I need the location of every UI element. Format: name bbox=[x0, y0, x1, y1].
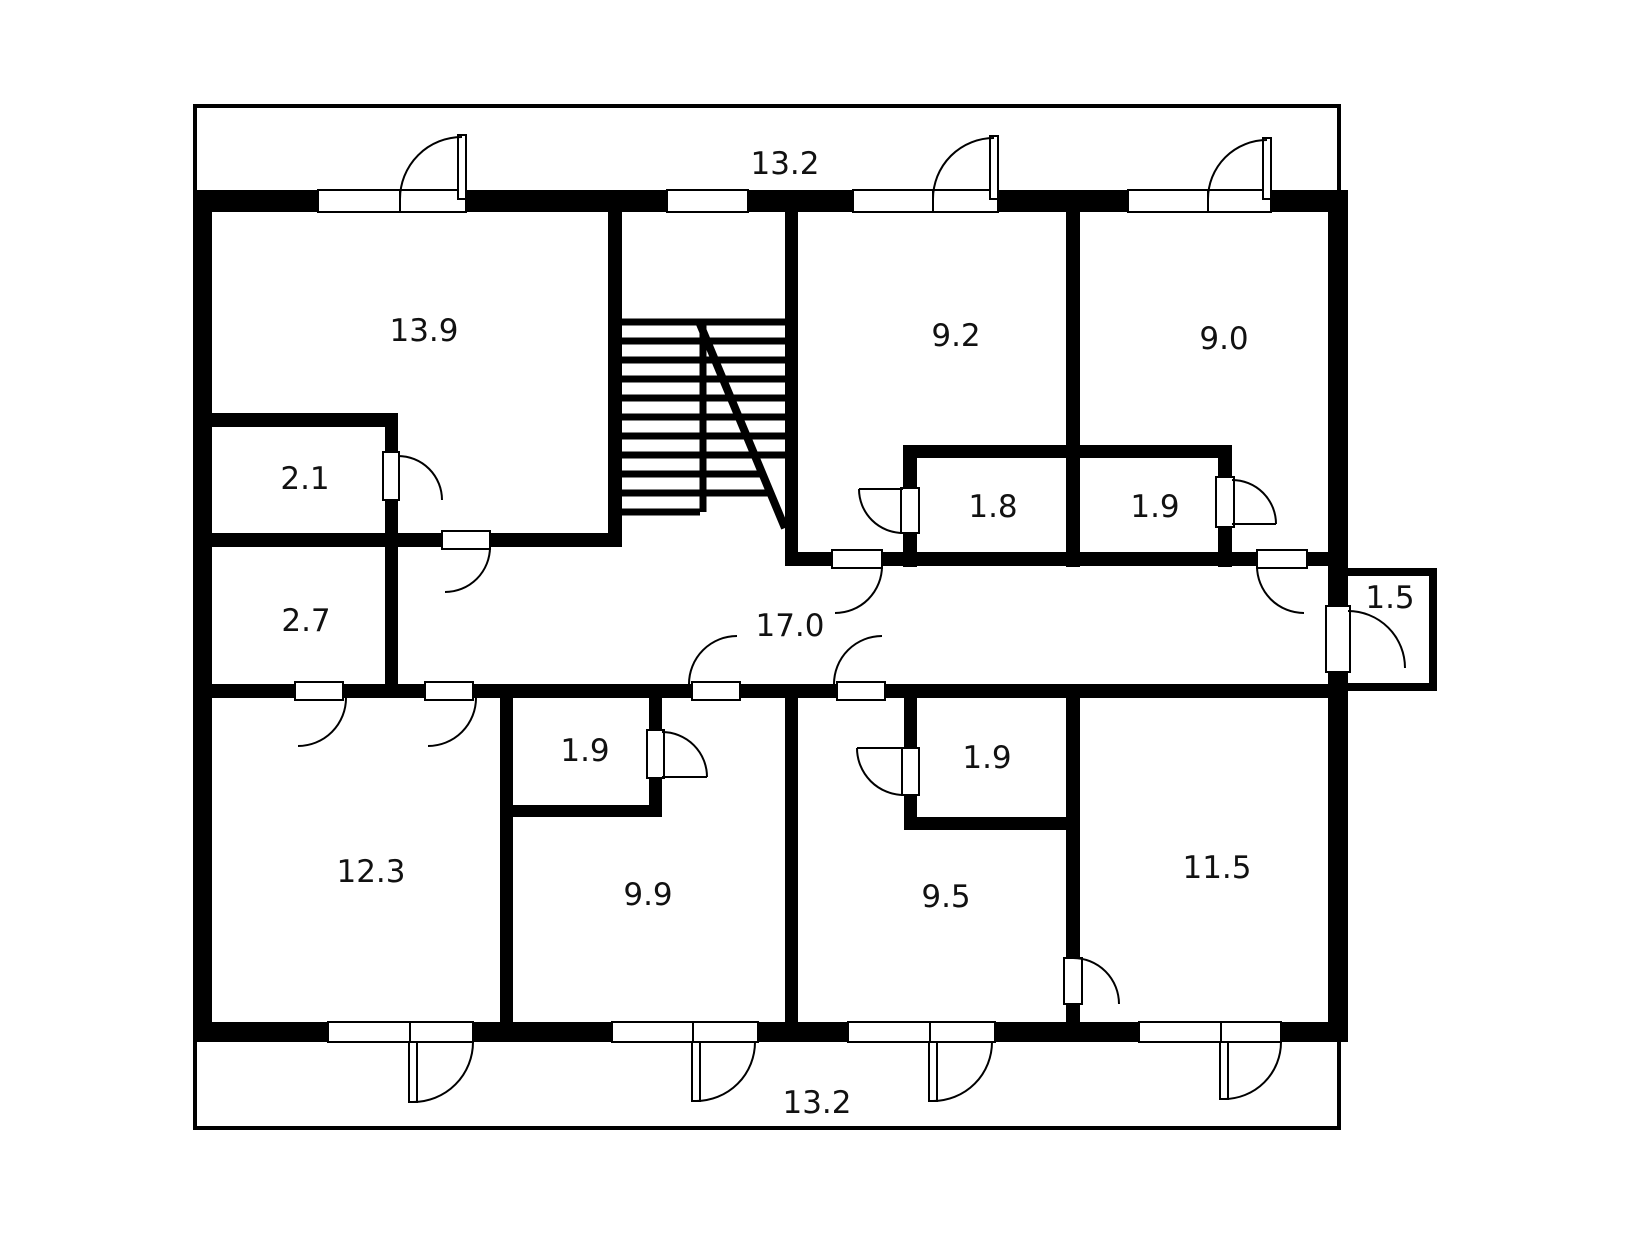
door-leaf-1-8 bbox=[900, 487, 920, 534]
wall-rbox-bottom bbox=[904, 817, 1080, 830]
door-arc-balcony-9-9 bbox=[695, 1041, 756, 1102]
door-arc-1-9-lower-left bbox=[661, 731, 708, 778]
label-room-1-8: 1.8 bbox=[968, 489, 1017, 525]
label-room-9-2: 9.2 bbox=[931, 318, 980, 354]
door-arc-1-9-lower-right bbox=[856, 747, 905, 796]
window-13-9 bbox=[317, 189, 467, 213]
window-stairwell bbox=[666, 189, 749, 213]
door-arc-12-3-a bbox=[297, 697, 347, 747]
door-arc-11-5 bbox=[1072, 957, 1120, 1005]
doors-group bbox=[294, 134, 1406, 1103]
wall-corridor-top-right bbox=[798, 552, 1328, 566]
door-arc-13-9 bbox=[444, 546, 491, 593]
label-room-1-9-upper: 1.9 bbox=[1130, 489, 1179, 525]
wall-99-95-divider bbox=[785, 684, 798, 1042]
wall-left bbox=[193, 190, 212, 1042]
door-leaf-9-9 bbox=[691, 681, 741, 701]
door-leaf-balcony-13-9 bbox=[457, 134, 467, 200]
label-room-1-9-lower-left: 1.9 bbox=[560, 733, 609, 769]
stairs bbox=[622, 318, 789, 530]
wall-top bbox=[193, 190, 1348, 212]
door-leaf-1-9-upper bbox=[1215, 476, 1235, 528]
door-leaf-12-3-b bbox=[424, 681, 474, 701]
window-9-5 bbox=[847, 1021, 996, 1043]
wall-stair-right bbox=[785, 212, 798, 566]
label-room-2-1: 2.1 bbox=[280, 461, 329, 497]
wall-corridor-bottom bbox=[193, 684, 1348, 698]
door-arc-9-9 bbox=[688, 635, 738, 685]
door-leaf-1-9-lower-right bbox=[901, 747, 920, 796]
door-leaf-balcony-9-2 bbox=[989, 135, 999, 200]
label-room-2-7: 2.7 bbox=[281, 603, 330, 639]
wall-corridor-top-left bbox=[193, 533, 622, 547]
window-11-5 bbox=[1138, 1021, 1282, 1043]
door-leaf-balcony-11-5 bbox=[1219, 1041, 1229, 1100]
window-9-2 bbox=[852, 189, 999, 213]
room-labels: 13.2 13.9 9.2 9.0 2.1 1.8 1.9 1.5 2.7 17… bbox=[280, 146, 1414, 1121]
label-balcony-top: 13.2 bbox=[750, 146, 819, 182]
window-9-9 bbox=[611, 1021, 759, 1043]
windows-group bbox=[317, 189, 1282, 1043]
label-balcony-1-5: 1.5 bbox=[1365, 580, 1414, 616]
door-leaf-balcony-9-9 bbox=[691, 1041, 701, 1102]
label-room-9-5: 9.5 bbox=[921, 879, 970, 915]
label-room-9-0: 9.0 bbox=[1199, 321, 1248, 357]
window-12-3 bbox=[327, 1021, 474, 1043]
wall-room21-top bbox=[193, 413, 398, 427]
door-leaf-9-5 bbox=[836, 681, 886, 701]
door-leaf-balcony-9-0 bbox=[1262, 137, 1272, 200]
door-leaf-9-0 bbox=[1256, 549, 1308, 569]
door-arc-9-5 bbox=[833, 635, 883, 685]
door-arc-balcony-11-5 bbox=[1223, 1041, 1282, 1100]
label-room-11-5: 11.5 bbox=[1182, 850, 1251, 886]
door-arc-2-1 bbox=[397, 455, 443, 501]
label-balcony-bottom: 13.2 bbox=[782, 1085, 851, 1121]
balcony-1-5-box bbox=[1340, 568, 1437, 691]
door-arc-9-2 bbox=[834, 565, 883, 614]
door-arc-balcony-9-5 bbox=[932, 1041, 993, 1102]
wall-92-90-divider bbox=[1066, 212, 1080, 567]
door-leaf-13-9 bbox=[441, 530, 491, 550]
door-arc-balcony-12-3 bbox=[412, 1041, 474, 1103]
door-arc-1-9-upper bbox=[1231, 479, 1277, 525]
wall-box-top bbox=[903, 445, 1232, 458]
walls-group bbox=[193, 190, 1348, 1042]
door-arc-balcony-13-9 bbox=[399, 136, 463, 200]
wall-stair-left bbox=[608, 212, 622, 547]
door-leaf-balcony-9-5 bbox=[928, 1041, 938, 1102]
wall-123-99-divider bbox=[500, 684, 513, 1042]
door-arc-12-3-b bbox=[427, 697, 477, 747]
door-leaf-1-9-lower-left bbox=[646, 729, 665, 779]
door-arc-9-0 bbox=[1256, 565, 1305, 614]
label-room-13-9: 13.9 bbox=[389, 313, 458, 349]
label-corridor-17-0: 17.0 bbox=[755, 608, 824, 644]
door-leaf-balcony-1-5 bbox=[1325, 605, 1351, 673]
label-room-12-3: 12.3 bbox=[336, 854, 405, 890]
label-room-1-9-lower-right: 1.9 bbox=[962, 740, 1011, 776]
door-leaf-11-5 bbox=[1063, 957, 1083, 1005]
wall-95-115-divider bbox=[1066, 684, 1080, 1042]
door-arc-balcony-9-0 bbox=[1207, 139, 1268, 200]
door-leaf-9-2 bbox=[831, 549, 883, 569]
window-9-0 bbox=[1127, 189, 1272, 213]
door-leaf-12-3-a bbox=[294, 681, 344, 701]
door-leaf-balcony-12-3 bbox=[408, 1041, 418, 1103]
stair-break-line bbox=[696, 322, 789, 530]
door-arc-balcony-1-5 bbox=[1347, 610, 1406, 669]
door-arc-1-8 bbox=[858, 488, 904, 534]
wall-bottom bbox=[193, 1022, 1348, 1042]
label-room-9-9: 9.9 bbox=[623, 877, 672, 913]
wall-lbox-bottom bbox=[500, 805, 662, 817]
door-arc-balcony-9-2 bbox=[932, 137, 995, 200]
door-leaf-2-1 bbox=[382, 451, 400, 501]
